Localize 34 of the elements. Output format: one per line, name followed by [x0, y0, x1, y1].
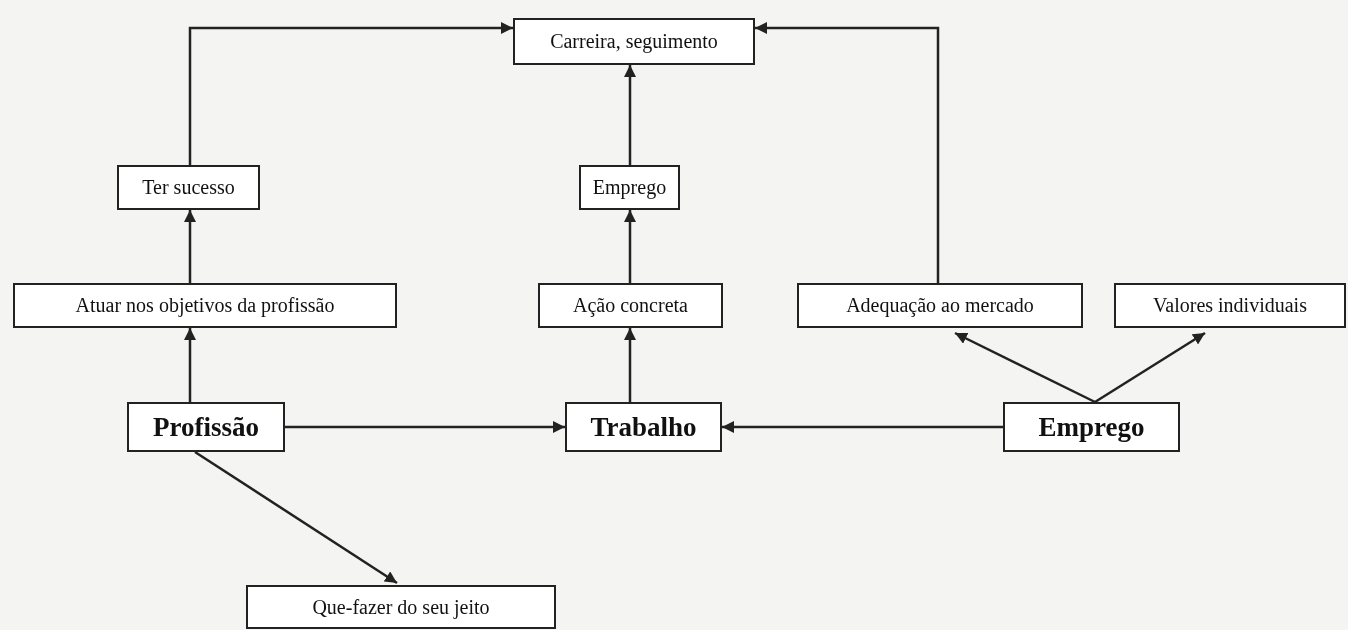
box-label: Trabalho	[590, 411, 697, 443]
box-label: Carreira, seguimento	[550, 30, 718, 53]
arrow	[194, 450, 398, 585]
arrow	[722, 421, 1003, 433]
box-label: Profissão	[153, 411, 259, 443]
box-label: Emprego	[592, 176, 667, 199]
arrow	[755, 22, 940, 283]
arrow	[624, 328, 636, 402]
box-label: Emprego	[1038, 411, 1145, 443]
arrow	[1094, 331, 1206, 404]
process-box	[797, 283, 1083, 328]
process-box	[117, 165, 260, 210]
arrow	[184, 210, 196, 283]
process-box	[513, 18, 755, 65]
arrow	[624, 210, 636, 283]
process-box	[13, 283, 397, 328]
arrow	[624, 65, 636, 165]
process-box	[1114, 283, 1346, 328]
box-label: Atuar nos objetivos da profissão	[75, 294, 335, 317]
box-label: Valores individuais	[1153, 294, 1307, 317]
process-box	[538, 283, 723, 328]
box-label: Que-fazer do seu jeito	[312, 595, 490, 619]
arrow	[184, 328, 196, 402]
process-box	[246, 585, 556, 629]
process-box	[1003, 402, 1180, 452]
process-box	[565, 402, 722, 452]
arrow	[285, 421, 565, 433]
arrow	[954, 331, 1096, 404]
box-label: Ação concreta	[573, 294, 688, 317]
process-box	[579, 165, 680, 210]
arrow	[188, 22, 513, 165]
box-label: Adequação ao mercado	[846, 294, 1034, 317]
process-box	[127, 402, 285, 452]
box-label: Ter sucesso	[142, 176, 235, 199]
